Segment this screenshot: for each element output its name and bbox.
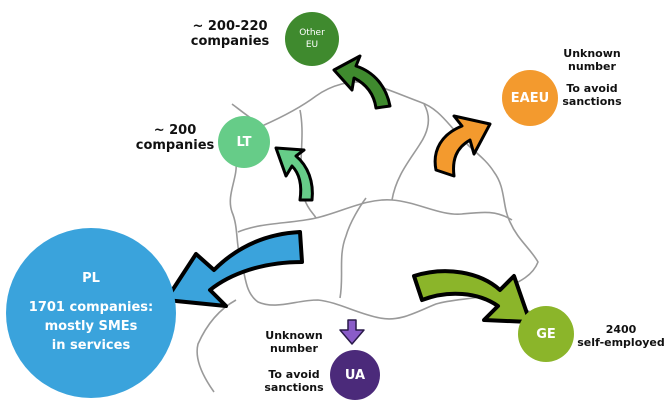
label-ge-line1: 2400 <box>605 323 637 336</box>
node-lt-label: LT <box>236 134 252 150</box>
label-lt: ~ 200 companies <box>130 123 220 154</box>
node-pl-title: PL <box>82 271 100 287</box>
label-eaeu-line1: Unknown <box>563 47 621 60</box>
label-eaeu: Unknown number To avoid sanctions <box>560 47 624 109</box>
label-eaeu-line2: number <box>568 59 616 73</box>
arrow-to-pl <box>164 230 304 308</box>
arrow-to-other-eu <box>332 54 392 110</box>
label-eaeu-line4: sanctions <box>562 94 622 108</box>
arrow-to-ge <box>412 269 532 324</box>
label-eaeu-line3: To avoid <box>566 82 618 96</box>
region-line <box>237 199 513 233</box>
node-ge-label: GE <box>536 326 556 342</box>
node-eaeu-label: EAEU <box>510 90 550 106</box>
neighbor-border <box>196 299 237 393</box>
label-ge-line2: self-employed <box>577 335 665 349</box>
node-pl-line1: 1701 companies: <box>28 300 154 316</box>
label-ua-line2: number <box>270 341 318 355</box>
label-other-eu-line1: ~ 200-220 <box>192 19 268 34</box>
label-lt-line2: companies <box>135 137 215 153</box>
region-line <box>339 197 367 299</box>
arrow-to-ua <box>339 319 365 345</box>
label-lt-line1: ~ 200 <box>153 123 197 138</box>
node-lt: LT <box>218 116 270 168</box>
label-other-eu: ~ 200-220 companies <box>178 19 282 50</box>
node-ua: UA <box>330 350 380 400</box>
node-other-eu-line2: EU <box>305 40 319 50</box>
arrow-to-eaeu <box>433 114 492 178</box>
region-line <box>391 103 430 201</box>
node-eaeu: EAEU <box>502 70 558 126</box>
node-pl: PL 1701 companies: mostly SMEs in servic… <box>6 228 176 398</box>
node-other-eu-line1: Other <box>299 27 325 38</box>
label-other-eu-line2: companies <box>190 33 270 49</box>
node-pl-line2: mostly SMEs <box>44 319 138 334</box>
label-ge: 2400 self-employed <box>576 323 666 349</box>
node-other-eu: Other EU <box>285 12 339 66</box>
label-ua-line3: To avoid <box>268 368 320 382</box>
node-ua-label: UA <box>344 367 366 383</box>
arrow-to-lt <box>274 146 314 202</box>
node-ge: GE <box>518 306 574 362</box>
label-ua-line1: Unknown <box>265 329 323 342</box>
label-ua-line4: sanctions <box>264 380 324 394</box>
country-border <box>229 81 539 320</box>
node-pl-line3: in services <box>51 337 131 353</box>
map-outline <box>196 81 561 393</box>
label-ua: Unknown number To avoid sanctions <box>258 329 330 395</box>
